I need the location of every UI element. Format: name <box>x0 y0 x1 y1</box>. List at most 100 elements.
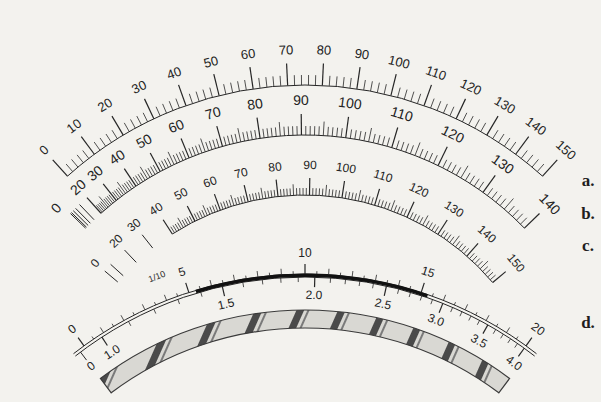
tick-mark <box>359 131 361 140</box>
tick-mark <box>398 88 401 98</box>
tick-mark <box>210 88 213 98</box>
tick-mark <box>461 166 468 178</box>
scale-number: 60 <box>202 174 219 190</box>
scale-number: 20 <box>67 177 88 198</box>
tick-mark <box>429 223 433 229</box>
tick-mark <box>467 243 478 256</box>
tick-mark <box>441 230 445 236</box>
tick-mark <box>189 94 192 103</box>
tick-mark <box>358 190 360 201</box>
tick-mark <box>102 337 107 345</box>
tick-mark <box>384 84 386 94</box>
tick-mark <box>306 188 307 195</box>
tick-mark <box>114 191 119 198</box>
tick-mark <box>274 190 276 197</box>
tick-mark <box>243 132 245 141</box>
tick-mark <box>483 267 488 272</box>
tick-mark <box>242 282 244 287</box>
tick-mark <box>185 219 188 225</box>
tick-mark <box>176 154 180 162</box>
tick-mark <box>177 293 178 296</box>
tick-mark <box>272 76 274 86</box>
tick-mark <box>81 137 94 155</box>
tick-mark <box>432 224 436 230</box>
scale-number: 70 <box>278 44 293 58</box>
tick-mark <box>164 159 168 167</box>
tick-mark <box>199 144 202 152</box>
tick-mark <box>398 289 399 294</box>
scale-number: 130 <box>490 151 517 176</box>
tick-mark <box>335 190 337 197</box>
tick-mark <box>406 144 409 152</box>
scale-number: 30 <box>125 216 143 234</box>
tick-mark <box>263 129 264 138</box>
tick-mark <box>308 75 309 85</box>
tick-mark <box>83 151 89 159</box>
tick-mark <box>470 253 475 258</box>
tick-mark <box>210 280 211 286</box>
tick-mark <box>266 77 267 87</box>
scale-number: 30 <box>130 78 149 96</box>
tick-mark <box>195 146 198 154</box>
tick-mark <box>410 145 413 153</box>
tick-mark <box>221 203 223 210</box>
scale-number: 1.5 <box>217 296 236 311</box>
scale-number: 10 <box>64 117 83 136</box>
tick-mark <box>245 276 246 279</box>
tick-mark <box>362 195 364 202</box>
scale-number: 0 <box>85 360 98 374</box>
scale-number: 70 <box>233 165 249 180</box>
tick-mark <box>111 264 124 275</box>
tick-mark <box>231 195 234 206</box>
tick-mark <box>493 130 498 138</box>
scale-number: 30 <box>84 163 105 184</box>
tick-mark <box>421 283 424 293</box>
tick-mark <box>486 315 489 320</box>
tick-mark <box>355 193 356 200</box>
tick-mark <box>179 152 183 160</box>
tick-mark <box>413 214 416 220</box>
tick-mark <box>203 205 207 215</box>
tick-mark <box>159 162 163 170</box>
tick-mark <box>280 76 282 86</box>
tick-mark <box>301 114 302 135</box>
tick-mark <box>81 352 87 360</box>
tick-mark <box>268 191 269 198</box>
tick-mark <box>244 196 246 203</box>
tick-mark <box>330 278 331 283</box>
tick-mark <box>143 113 147 122</box>
tick-mark <box>122 185 127 192</box>
tick-mark <box>279 122 280 136</box>
scale-arcs <box>67 85 542 356</box>
tick-mark <box>431 99 435 108</box>
tick-mark <box>496 195 502 202</box>
scale-number: 80 <box>317 44 332 58</box>
scale-number: 80 <box>267 160 282 173</box>
tick-mark <box>454 302 455 305</box>
tick-mark <box>214 194 220 210</box>
tick-mark <box>235 198 237 205</box>
scale-number: 10 <box>298 247 311 259</box>
tick-mark <box>327 127 329 136</box>
tick-mark <box>508 206 514 213</box>
scale-number: 110 <box>424 63 448 82</box>
tick-mark <box>384 202 386 209</box>
tick-mark <box>187 217 190 223</box>
tick-mark <box>336 76 338 86</box>
scale-number: 20 <box>529 320 547 338</box>
tick-mark <box>229 200 231 207</box>
tick-mark <box>407 202 414 217</box>
tick-mark <box>464 248 469 253</box>
tick-mark <box>316 271 317 274</box>
tick-mark <box>189 148 192 156</box>
scale-number: 2.0 <box>306 289 323 301</box>
tick-mark <box>526 338 532 346</box>
tick-mark <box>447 235 451 241</box>
scale-arc <box>101 135 524 228</box>
tick-mark <box>372 283 374 288</box>
scale-number: 110 <box>372 168 394 185</box>
tick-mark <box>368 197 370 204</box>
tick-mark <box>182 220 185 226</box>
tick-mark <box>222 280 224 283</box>
tick-mark <box>364 80 366 90</box>
